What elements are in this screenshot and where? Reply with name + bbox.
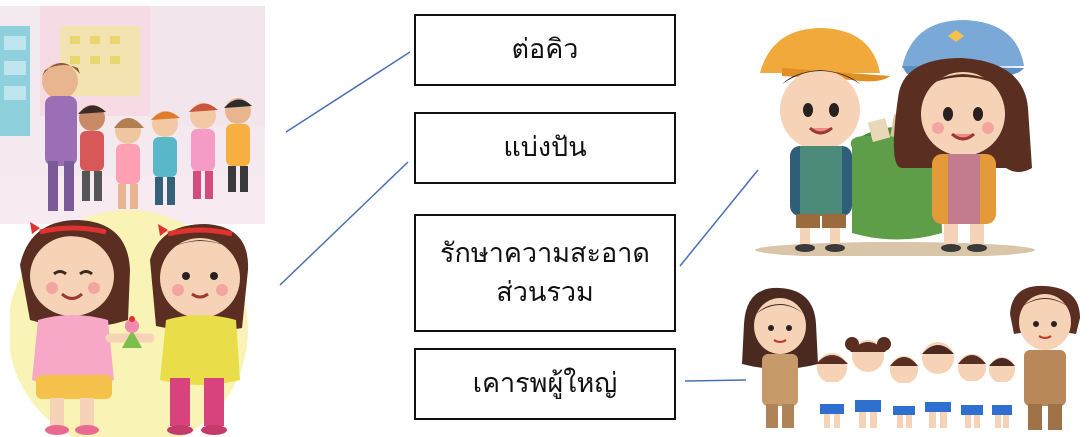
- line-queue: [285, 51, 411, 133]
- label-box-queue[interactable]: ต่อคิว: [414, 14, 676, 86]
- line-respect: [684, 379, 747, 382]
- kids-collecting-trash-illustration: [752, 18, 1038, 256]
- label-queue-text: ต่อคิว: [511, 34, 579, 66]
- teachers-and-students-greeting-illustration: [740, 284, 1086, 434]
- label-respect-text: เคารพผู้ใหญ่: [472, 368, 618, 400]
- label-clean-text-line1: รักษาความสะอาด: [440, 237, 650, 269]
- label-clean-text-line2: ส่วนรวม: [496, 277, 594, 308]
- line-clean: [679, 169, 759, 267]
- label-box-clean[interactable]: รักษาความสะอาด ส่วนรวม: [414, 214, 676, 332]
- label-box-share[interactable]: แบ่งปัน: [414, 112, 676, 184]
- girls-sharing-cupcake-illustration: [10, 210, 270, 437]
- line-share: [279, 161, 409, 286]
- children-lining-up-illustration: [0, 6, 265, 224]
- label-share-text: แบ่งปัน: [503, 132, 587, 164]
- label-box-respect[interactable]: เคารพผู้ใหญ่: [414, 348, 676, 420]
